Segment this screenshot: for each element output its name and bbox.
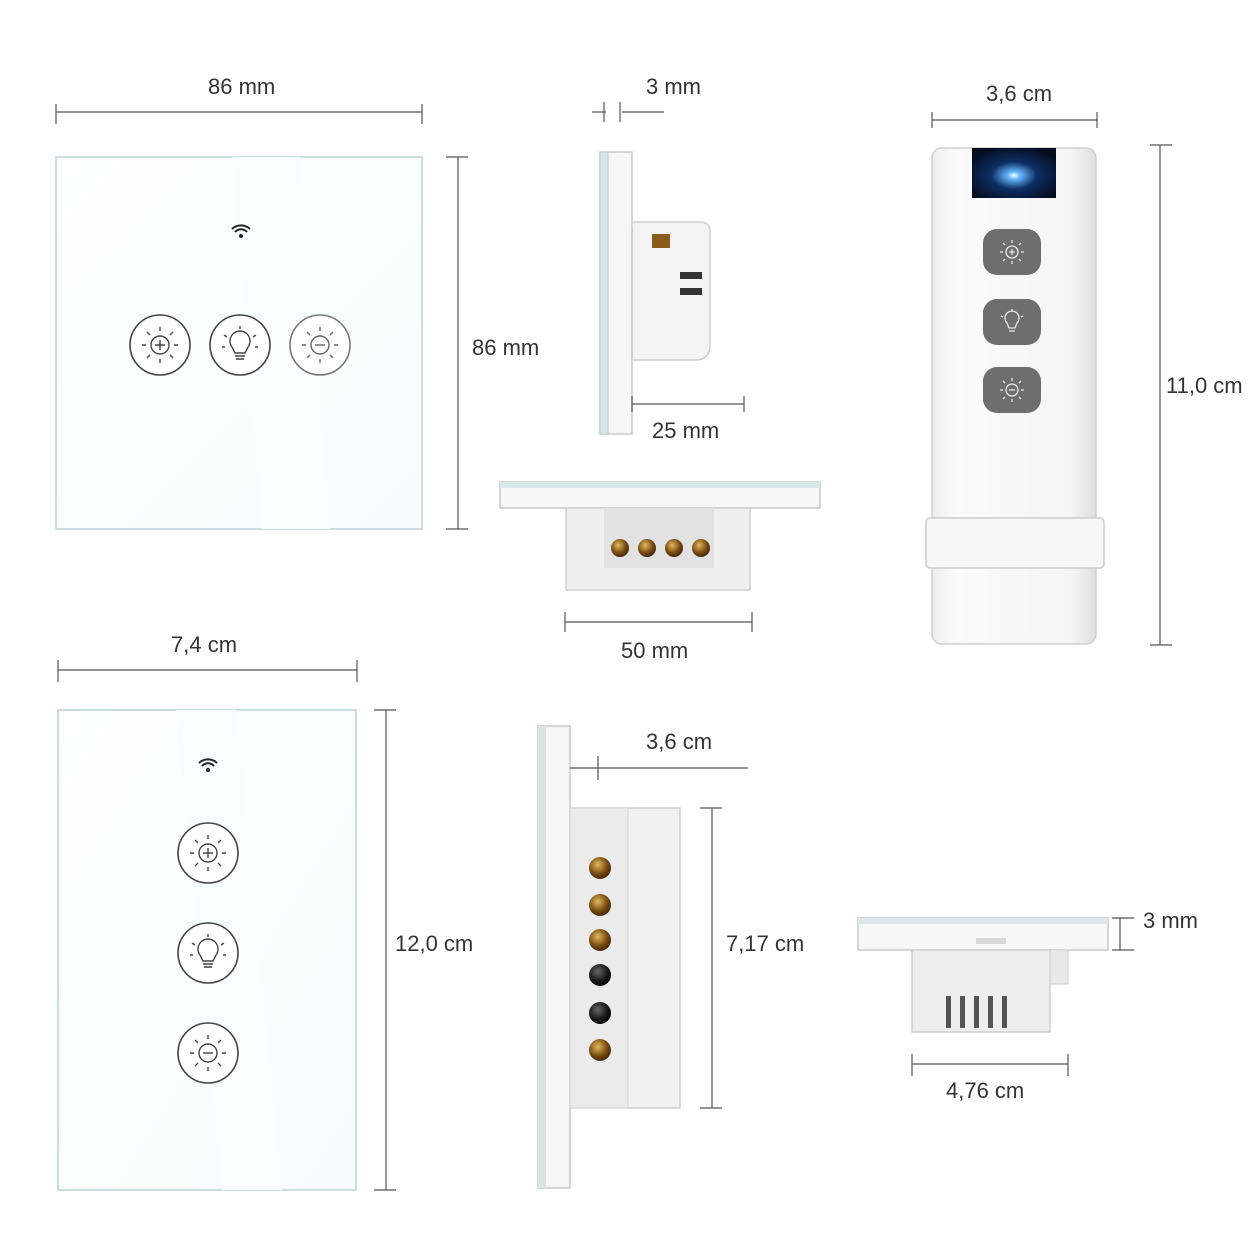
eu-body-depth-dimension [631,396,745,412]
remote-control [925,147,1105,645]
remote-indicator-window [972,148,1056,198]
wifi-icon [231,224,251,238]
eu-glass-depth-dimension [592,102,664,122]
eu-body-width-label: 50 mm [621,638,689,663]
wifi-icon [198,758,218,772]
bulb-icon [1000,309,1024,332]
remote-height-label: 11,0 cm [1166,373,1243,398]
us-width-dimension [57,660,358,682]
us-light-toggle-button[interactable] [177,922,239,984]
eu-body-width-dimension [564,612,753,632]
eu-height-label: 86 mm [472,335,540,360]
brightness-up-icon [190,835,226,871]
remote-brightness-up-button[interactable] [983,229,1041,275]
eu-width-dimension [55,104,423,124]
us-body-depth-dimension [570,756,748,780]
brightness-up-icon [1000,240,1024,264]
remote-height-dimension [1150,144,1172,646]
eu-brightness-down-button[interactable] [289,314,351,376]
us-height-dimension [374,709,396,1191]
remote-width-label: 3,6 cm [986,81,1053,106]
us-glass-depth-label: 3 mm [1143,908,1198,933]
eu-height-dimension [446,156,468,530]
us-body-height-dimension [700,807,722,1109]
eu-top-view [499,481,821,591]
eu-panel-front [55,156,423,530]
us-body-width-dimension [911,1054,1069,1076]
bulb-icon [190,934,226,968]
remote-width-dimension [931,112,1098,128]
eu-width-label: 86 mm [208,74,276,99]
brightness-up-icon [142,327,178,363]
brightness-down-icon [302,327,338,363]
us-brightness-down-button[interactable] [177,1022,239,1084]
us-top-view [857,917,1109,1033]
us-body-depth-label: 3,6 cm [646,729,713,754]
eu-side-view [599,151,711,435]
us-body-width-label: 4,76 cm [946,1078,1025,1103]
us-side-view [537,725,681,1189]
us-panel-front [57,709,357,1191]
eu-light-toggle-button[interactable] [209,314,271,376]
brightness-down-icon [190,1035,226,1071]
us-width-label: 7,4 cm [171,632,238,657]
eu-brightness-up-button[interactable] [129,314,191,376]
us-height-label: 12,0 cm [395,931,474,956]
eu-glass-depth-label: 3 mm [646,74,701,99]
us-glass-depth-dimension [1112,917,1134,951]
bulb-icon [222,326,258,360]
remote-brightness-down-button[interactable] [983,367,1041,413]
us-body-height-label: 7,17 cm [726,931,805,956]
brightness-down-icon [1000,378,1024,402]
remote-light-toggle-button[interactable] [983,299,1041,345]
eu-body-depth-label: 25 mm [652,418,720,443]
us-brightness-up-button[interactable] [177,822,239,884]
